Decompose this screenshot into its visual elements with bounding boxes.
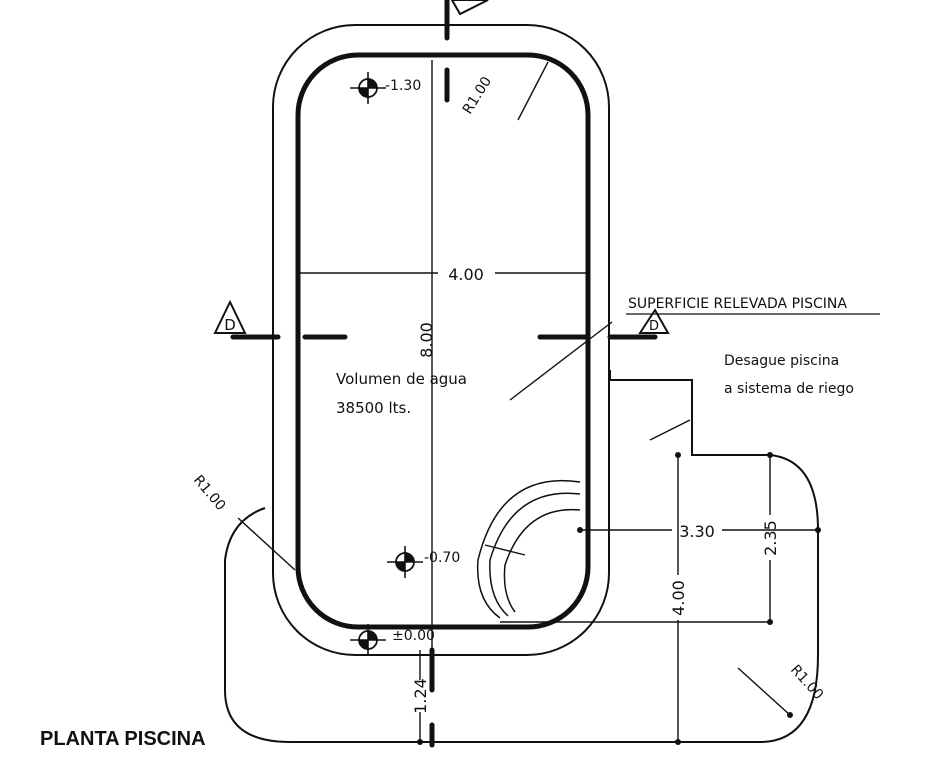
level-symbol-deep	[350, 72, 386, 104]
patio-length-dimension: 4.00	[669, 580, 688, 616]
patio-right-radius-label: R1.00	[787, 662, 826, 703]
pool-steps	[476, 479, 581, 619]
level-symbol-shallow	[387, 546, 423, 578]
dimension-dots	[417, 452, 821, 745]
patio-left-radius-label: R1.00	[190, 472, 229, 514]
drawing-title: PLANTA PISCINA	[40, 728, 206, 750]
pool-coping-outline	[272, 24, 610, 656]
volume-label-line1: Volumen de agua	[336, 370, 467, 388]
dimension-lines	[237, 60, 818, 742]
pool-length-dimension: 8.00	[417, 322, 436, 358]
surface-label: SUPERFICIE RELEVADA PISCINA	[628, 296, 847, 312]
volume-label-line2: 38500 lts.	[336, 399, 411, 417]
section-cut-bars	[230, 0, 658, 748]
drain-label-line2: a sistema de riego	[724, 381, 854, 397]
level-label-deck: ±0.00	[392, 628, 435, 644]
level-label-deep: -1.30	[385, 78, 421, 94]
patio-depth-dimension: 2.35	[761, 520, 780, 556]
section-mark-right: D	[638, 308, 670, 334]
section-mark-left-label: D	[224, 316, 236, 334]
level-symbol-deck	[350, 624, 386, 656]
section-mark-left: D	[213, 299, 247, 334]
section-mark-right-label: D	[649, 319, 659, 334]
section-mark-top	[450, 0, 489, 16]
patio-width-dimension: 3.30	[679, 522, 715, 541]
level-label-shallow: -0.70	[424, 550, 460, 566]
patio-outline	[224, 370, 819, 743]
bottom-offset-dimension: 1.24	[411, 678, 430, 714]
pool-width-dimension: 4.00	[448, 265, 484, 284]
drain-label-line1: Desague piscina	[724, 353, 839, 369]
